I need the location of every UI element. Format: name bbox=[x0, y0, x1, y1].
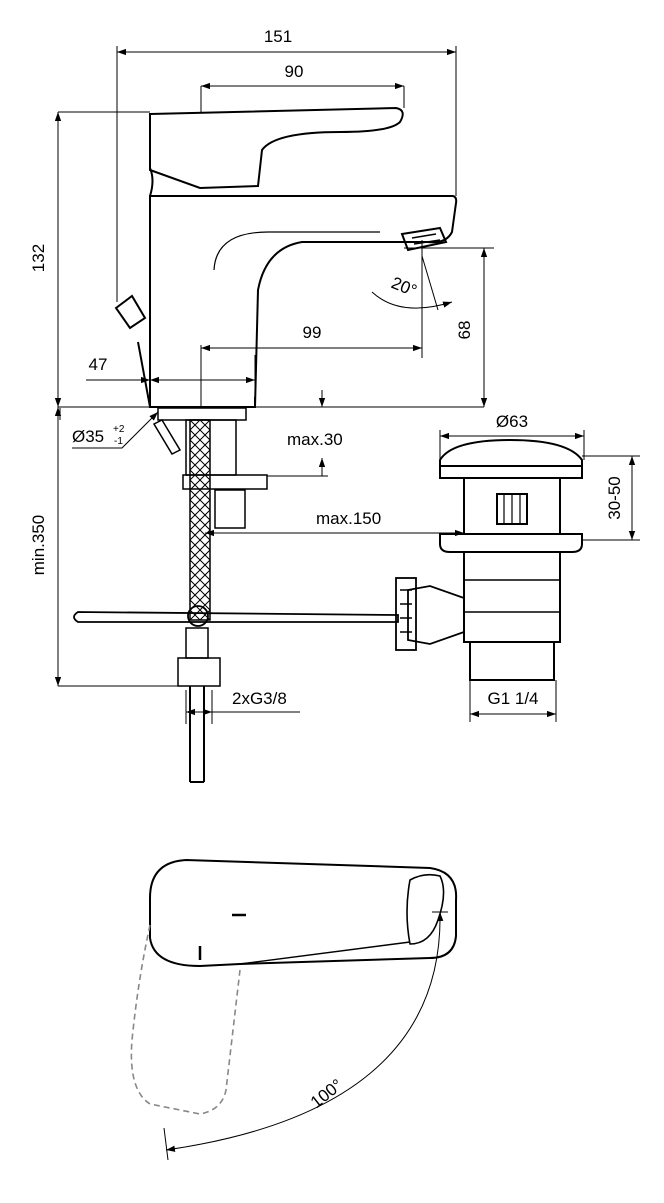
braided-hose bbox=[189, 419, 211, 621]
waste-thread bbox=[469, 641, 555, 681]
dim-spout-reach: 99 bbox=[303, 323, 322, 342]
waste-cap bbox=[439, 438, 583, 467]
lever-rotated-hidden bbox=[130, 924, 241, 1115]
rotation-arc bbox=[165, 911, 444, 1152]
lever-top-outline bbox=[149, 858, 458, 968]
dim-outlet-angle: 20° bbox=[389, 273, 420, 300]
aerator bbox=[400, 226, 448, 252]
dim-total-length: 151 bbox=[264, 27, 292, 46]
dim-waste-thread: G1 1/4 bbox=[487, 689, 538, 708]
dim-height: 132 bbox=[29, 244, 48, 272]
dim-hole-diameter: Ø35 bbox=[72, 427, 104, 446]
faucet-body bbox=[149, 195, 458, 408]
dim-base-width: 47 bbox=[89, 355, 108, 374]
faucet-side-view bbox=[73, 106, 458, 783]
dim-hole-tol-minus: -1 bbox=[114, 436, 123, 447]
dim-handle-length: 90 bbox=[285, 62, 304, 81]
dim-hole-tol-plus: +2 bbox=[113, 424, 125, 435]
dim-hose-length: min.350 bbox=[29, 515, 48, 575]
dimension-lines bbox=[54, 46, 640, 724]
shank bbox=[157, 407, 247, 421]
fixing-plate bbox=[182, 474, 268, 490]
faucet-top-view bbox=[130, 858, 458, 1161]
dim-spout-clearance: 68 bbox=[455, 321, 474, 340]
dim-lever-rotation: 100° bbox=[307, 1075, 346, 1112]
pop-up-waste bbox=[395, 438, 583, 681]
dimension-labels: 151 90 132 99 47 68 20° Ø35 +2 -1 max.30… bbox=[29, 27, 624, 1112]
dim-hose-thread: 2xG3/8 bbox=[232, 689, 287, 708]
dim-deck-thickness: max.30 bbox=[287, 430, 343, 449]
hose-connector bbox=[177, 657, 221, 687]
fixing-nut bbox=[214, 489, 246, 529]
dim-waste-depth: 30-50 bbox=[605, 476, 624, 519]
dim-waste-diameter: Ø63 bbox=[496, 412, 528, 431]
lever-handle bbox=[149, 106, 404, 190]
dim-pullrod-reach: max.150 bbox=[316, 509, 381, 528]
pull-rod bbox=[137, 341, 151, 408]
horizontal-rod bbox=[73, 611, 399, 623]
